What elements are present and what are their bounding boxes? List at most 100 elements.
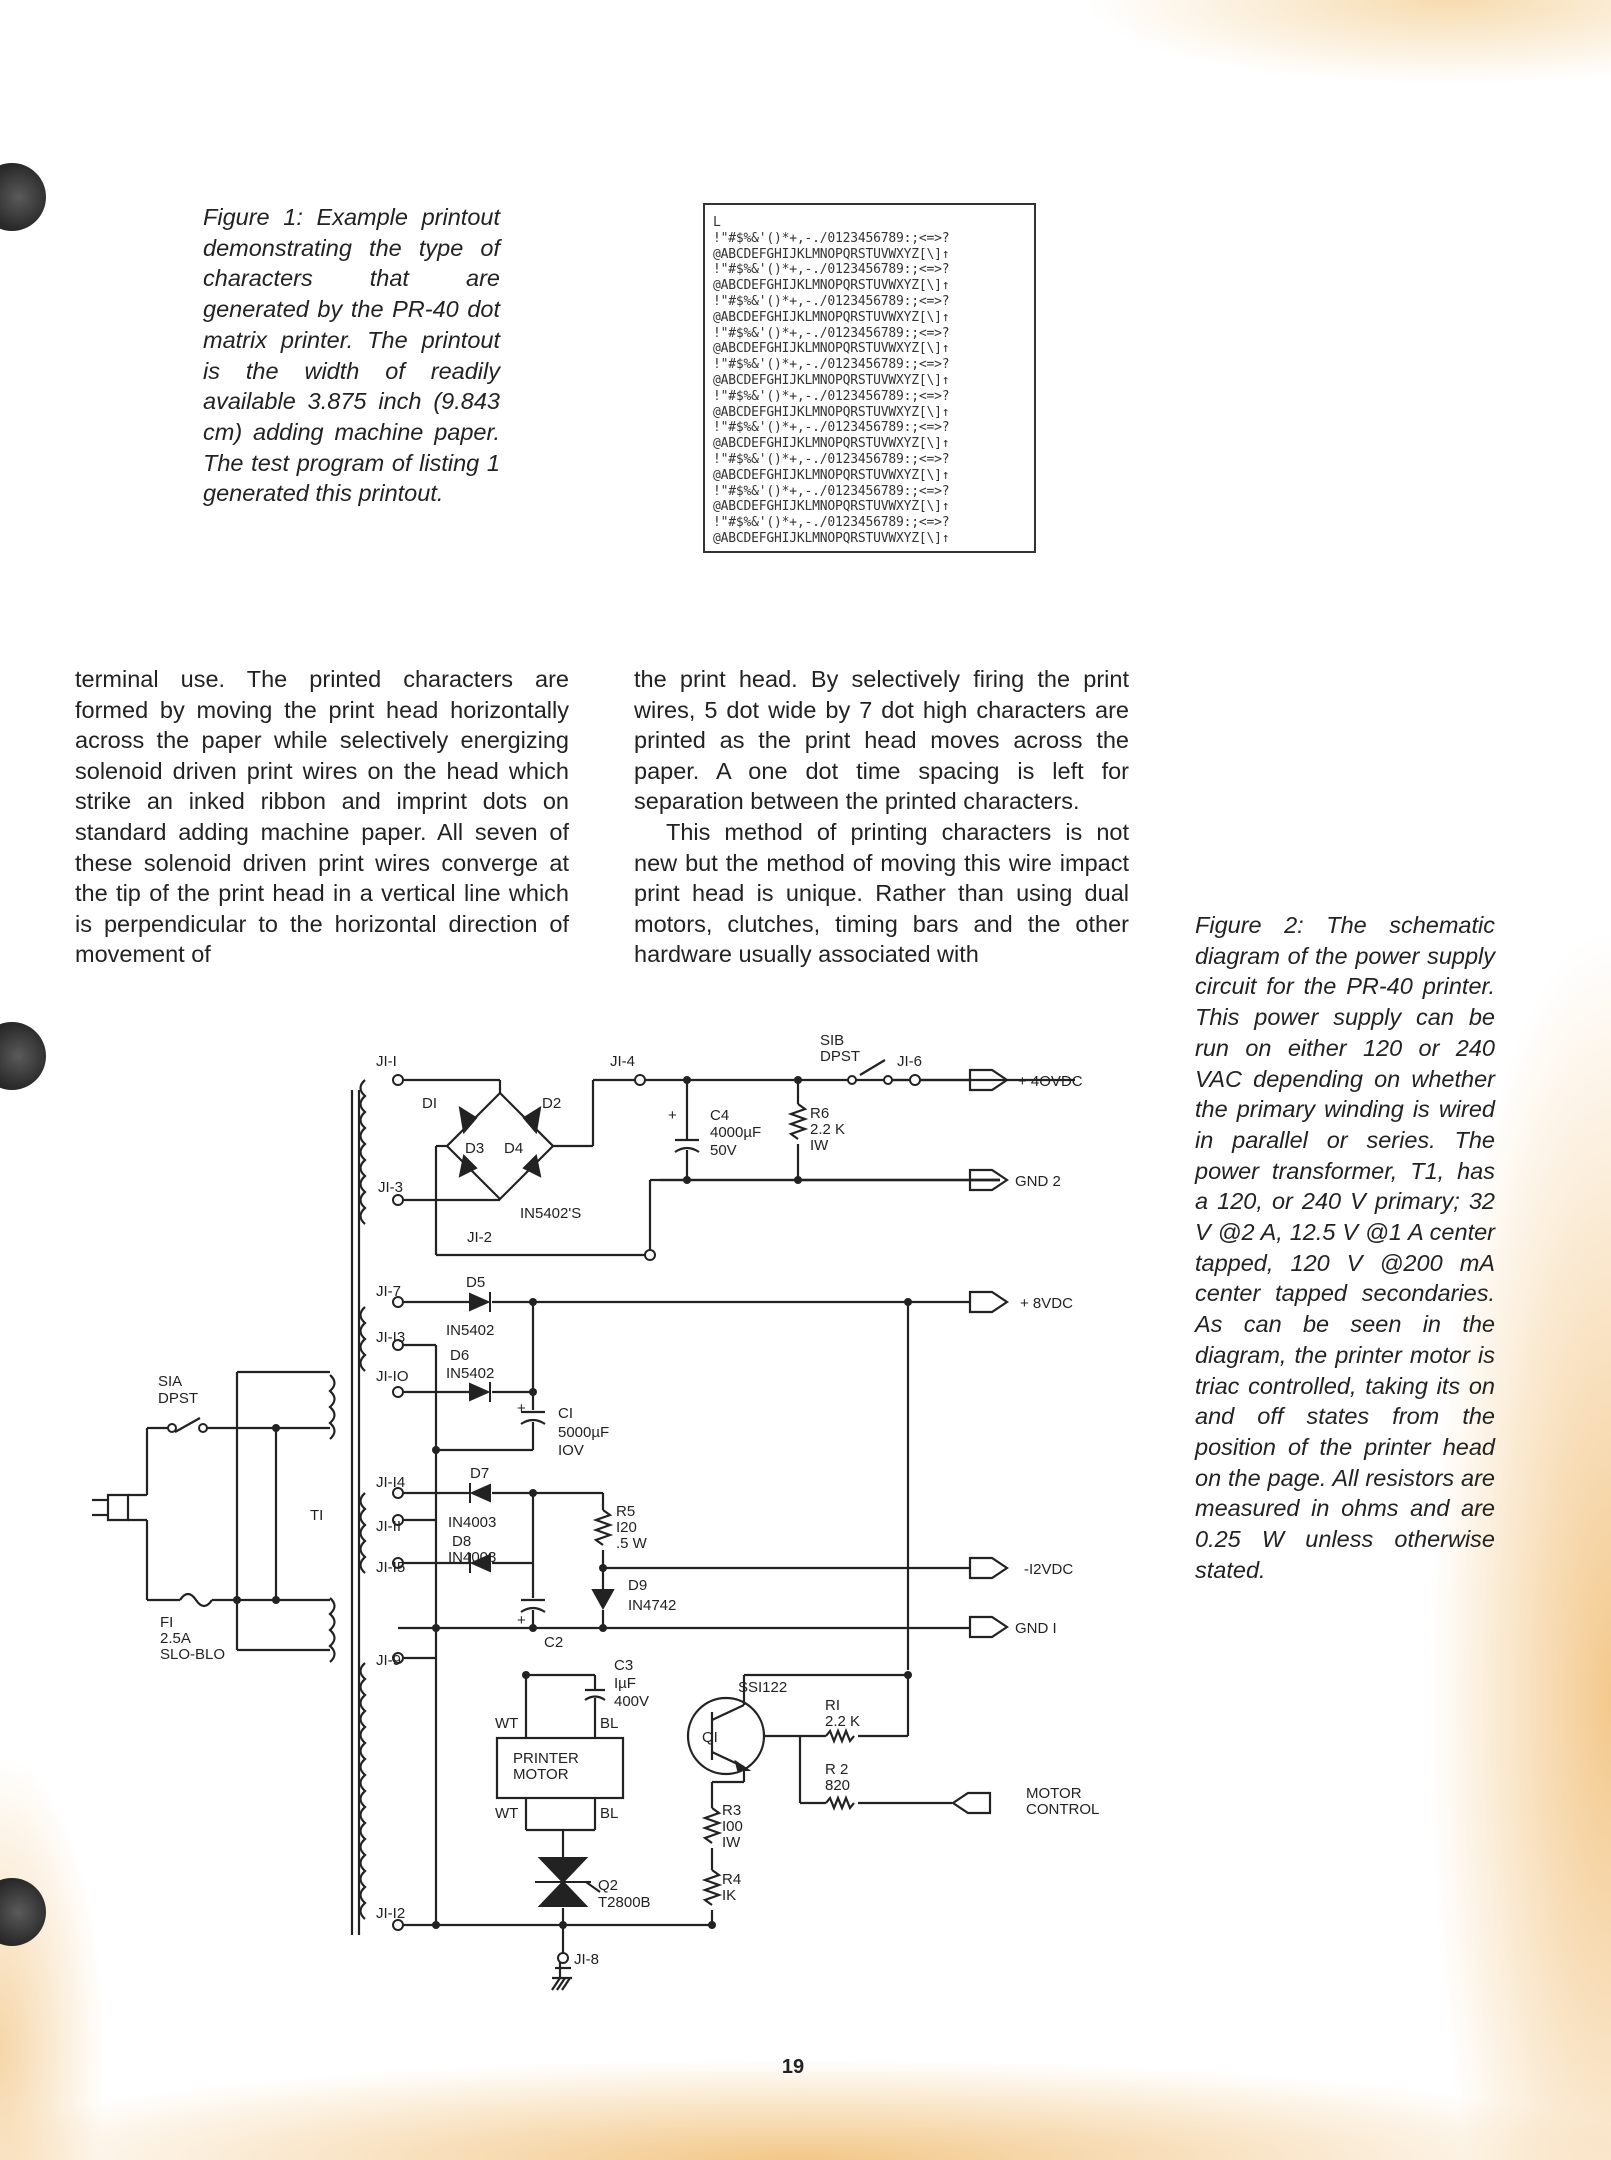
secondary-winding-32v <box>359 1079 367 1225</box>
label-j1-12: JI-I2 <box>376 1905 405 1922</box>
q1-emitter-arrow <box>734 1759 752 1771</box>
diode-d8 <box>469 1553 491 1573</box>
primary-winding-upper <box>328 1374 336 1440</box>
triac-q2-lower <box>537 1880 589 1907</box>
label-d8-part: IN4003 <box>448 1549 496 1566</box>
label-c2: C2 <box>544 1634 563 1651</box>
label-r6-value: 2.2 K <box>810 1121 845 1138</box>
printout-lines: L!"#$%&'()*+,-./0123456789:;<=>?@ABCDEFG… <box>713 215 1028 547</box>
label-c4-volt: 50V <box>710 1142 737 1159</box>
label-r3-value: I00 <box>722 1818 743 1835</box>
printout-line: @ABCDEFGHIJKLMNOPQRSTUVWXYZ[\]↑ <box>713 499 950 515</box>
label-r5-watt: .5 W <box>616 1535 648 1552</box>
diode-d3 <box>458 1153 478 1178</box>
label-q2: Q2 <box>598 1877 618 1894</box>
label-c4-plus: + <box>668 1107 677 1124</box>
output-arrow-gnd1 <box>968 1615 1009 1639</box>
page-number: 19 <box>781 2056 805 2078</box>
label-s1a: SIA <box>158 1373 182 1390</box>
label-out-40v: + 4OVDC <box>1018 1073 1083 1090</box>
printout-line: !"#$%&'()*+,-./0123456789:;<=>? <box>713 230 950 246</box>
figure1-printout: L!"#$%&'()*+,-./0123456789:;<=>?@ABCDEFG… <box>703 203 1036 553</box>
label-d8: D8 <box>452 1533 471 1550</box>
output-arrow-40v <box>968 1068 1009 1092</box>
label-j1-7: JI-7 <box>376 1283 401 1300</box>
label-d5-part: IN5402 <box>446 1322 494 1339</box>
printout-line: L <box>713 215 721 230</box>
label-d6: D6 <box>450 1347 469 1364</box>
label-j1-9: JI-9 <box>376 1652 401 1669</box>
label-r5: R5 <box>616 1503 635 1520</box>
output-arrow-12v <box>968 1556 1009 1580</box>
printout-line: @ABCDEFGHIJKLMNOPQRSTUVWXYZ[\]↑ <box>713 467 950 483</box>
printout-line: @ABCDEFGHIJKLMNOPQRSTUVWXYZ[\]↑ <box>713 278 950 294</box>
diode-d5 <box>469 1292 491 1312</box>
label-r1-value: 2.2 K <box>825 1713 860 1730</box>
printout-line: @ABCDEFGHIJKLMNOPQRSTUVWXYZ[\]↑ <box>713 309 950 325</box>
label-j1-14: JI-I4 <box>376 1474 405 1491</box>
label-c1-volt: IOV <box>558 1442 584 1459</box>
label-motor-control-2: CONTROL <box>1026 1801 1099 1818</box>
label-c3-value: IµF <box>614 1675 636 1692</box>
label-d1: DI <box>422 1095 437 1112</box>
label-j1-6: JI-6 <box>897 1053 922 1070</box>
label-r4-value: IK <box>722 1887 736 1904</box>
label-s1a-type: DPST <box>158 1390 198 1407</box>
figure1-caption: Figure 1: Example printout demonstrating… <box>203 204 500 507</box>
output-arrow-gnd2 <box>968 1168 1009 1192</box>
q1-transistor-circle <box>686 1696 766 1776</box>
label-d6-part: IN5402 <box>446 1365 494 1382</box>
printout-line: !"#$%&'()*+,-./0123456789:;<=>? <box>713 293 950 309</box>
label-d3: D3 <box>465 1140 484 1157</box>
label-f1: FI <box>160 1614 173 1631</box>
label-j1-8: JI-8 <box>574 1951 599 1968</box>
motor-control-arrow <box>951 1791 992 1815</box>
label-q1-part: SSI122 <box>738 1679 787 1696</box>
label-r4: R4 <box>722 1871 741 1888</box>
label-c1-plus: + <box>517 1400 526 1417</box>
printout-line: !"#$%&'()*+,-./0123456789:;<=>? <box>713 515 950 531</box>
label-j1-15: JI-I5 <box>376 1559 405 1576</box>
label-out-gnd2: GND 2 <box>1015 1173 1061 1190</box>
label-r5-value: I20 <box>616 1519 637 1536</box>
label-s1b-type: DPST <box>820 1048 860 1065</box>
label-q2-part: T2800B <box>598 1894 651 1911</box>
label-r3-watt: IW <box>722 1834 741 1851</box>
printout-line: @ABCDEFGHIJKLMNOPQRSTUVWXYZ[\]↑ <box>713 246 950 262</box>
label-q1: QI <box>702 1729 718 1746</box>
label-motor-wt-top: WT <box>495 1715 518 1732</box>
label-d9-part: IN4742 <box>628 1597 676 1614</box>
printout-line: !"#$%&'()*+,-./0123456789:;<=>? <box>713 483 950 499</box>
label-r3: R3 <box>722 1802 741 1819</box>
printout-line: !"#$%&'()*+,-./0123456789:;<=>? <box>713 357 950 373</box>
label-t1: TI <box>310 1507 323 1524</box>
secondary-winding-12v-b <box>359 1492 367 1574</box>
body-right-column: the print head. By selectively firing th… <box>634 664 1129 970</box>
label-r1: RI <box>825 1697 840 1714</box>
label-out-12v: -I2VDC <box>1024 1561 1073 1578</box>
label-j1-13: JI-I3 <box>376 1329 405 1346</box>
primary-winding-lower <box>328 1597 336 1663</box>
label-motor-line1: PRINTER <box>513 1750 579 1767</box>
label-j1-3: JI-3 <box>378 1179 403 1196</box>
label-bridge-part: IN5402'S <box>520 1205 581 1222</box>
label-j1-10: JI-IO <box>376 1368 409 1385</box>
label-d5: D5 <box>466 1274 485 1291</box>
label-j1-11: JI-II <box>376 1518 401 1535</box>
label-j1-1: JI-I <box>376 1053 397 1070</box>
printout-line: !"#$%&'()*+,-./0123456789:;<=>? <box>713 262 950 278</box>
printout-line: !"#$%&'()*+,-./0123456789:;<=>? <box>713 325 950 341</box>
printout-line: @ABCDEFGHIJKLMNOPQRSTUVWXYZ[\]↑ <box>713 530 950 546</box>
printout-line: !"#$%&'()*+,-./0123456789:;<=>? <box>713 451 950 467</box>
label-out-gnd1: GND I <box>1015 1620 1057 1637</box>
label-j1-4: JI-4 <box>610 1053 635 1070</box>
label-r6-watt: IW <box>810 1137 829 1154</box>
printout-line: @ABCDEFGHIJKLMNOPQRSTUVWXYZ[\]↑ <box>713 436 950 452</box>
label-f1-value: 2.5A <box>160 1630 191 1647</box>
label-r2: R 2 <box>825 1761 848 1778</box>
zener-d9 <box>591 1589 615 1611</box>
printout-line: @ABCDEFGHIJKLMNOPQRSTUVWXYZ[\]↑ <box>713 372 950 388</box>
label-f1-type: SLO-BLO <box>160 1646 225 1663</box>
label-c4: C4 <box>710 1107 729 1124</box>
